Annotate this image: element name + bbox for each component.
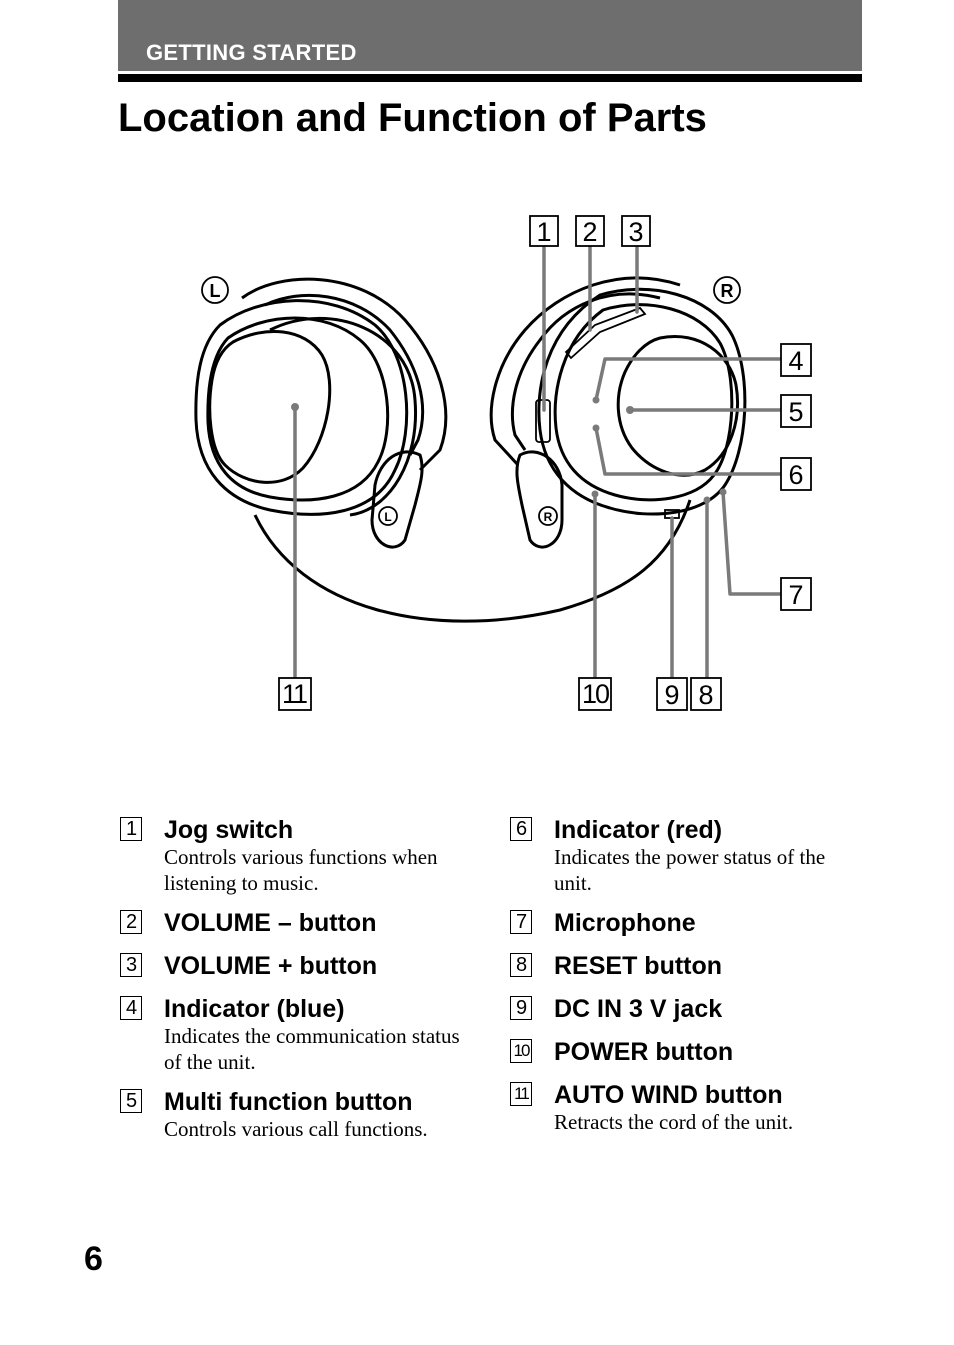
part-number: 2 xyxy=(120,910,142,934)
part-name: Microphone xyxy=(554,909,696,937)
left-earpiece-outer xyxy=(194,299,409,516)
callout-11: 11 xyxy=(278,677,312,711)
part-description: Controls various call functions. xyxy=(164,1117,428,1141)
right-tip-letter: R xyxy=(544,510,553,524)
right-side-letter: R xyxy=(721,281,734,301)
leader-6 xyxy=(594,426,783,476)
part-item: 11 AUTO WIND button Retracts the cord of… xyxy=(508,1079,854,1135)
part-name: DC IN 3 V jack xyxy=(554,995,723,1023)
svg-text:3: 3 xyxy=(628,217,643,247)
part-item: 7 Microphone xyxy=(508,907,854,939)
part-item: 4 Indicator (blue) Indicates the communi… xyxy=(118,993,478,1075)
svg-text:5: 5 xyxy=(788,397,803,427)
part-number: 3 xyxy=(120,953,142,977)
left-side-marker xyxy=(201,276,229,304)
left-earpiece-rim xyxy=(206,316,390,502)
part-number: 10 xyxy=(510,1039,532,1063)
right-earpiece-rim xyxy=(553,303,734,502)
part-number: 1 xyxy=(120,817,142,841)
callout-2: 2 xyxy=(575,215,605,247)
page-number: 6 xyxy=(84,1240,103,1278)
parts-list-left: 1 Jog switch Controls various functions … xyxy=(118,814,478,1153)
callout-8: 8 xyxy=(690,677,722,711)
svg-text:7: 7 xyxy=(788,580,803,610)
part-item: 3 VOLUME + button xyxy=(118,950,478,982)
callout-5: 5 xyxy=(780,394,812,428)
svg-text:4: 4 xyxy=(788,346,803,376)
callout-3: 3 xyxy=(621,215,651,247)
part-item: 2 VOLUME – button xyxy=(118,907,478,939)
headset-diagram: L R L R 1 2 3 xyxy=(194,215,812,711)
left-side-letter: L xyxy=(210,281,221,301)
svg-text:8: 8 xyxy=(698,680,713,710)
leader-4 xyxy=(594,357,783,402)
left-ear-hook-inner xyxy=(264,293,425,456)
parts-list-right: 6 Indicator (red) Indicates the power st… xyxy=(508,814,854,1146)
part-number: 6 xyxy=(510,817,532,841)
svg-text:11: 11 xyxy=(282,679,307,709)
part-name: VOLUME + button xyxy=(164,952,378,980)
left-tip-marker xyxy=(378,506,398,526)
header-rule xyxy=(118,74,862,82)
callout-7: 7 xyxy=(780,577,812,611)
part-name: Jog switch xyxy=(164,816,294,844)
part-description: Indicates the communication status of th… xyxy=(164,1024,460,1074)
leader-7 xyxy=(721,490,783,596)
left-ear-hook xyxy=(241,277,448,472)
svg-text:1: 1 xyxy=(536,217,551,247)
right-ear-hook-inner xyxy=(510,292,661,451)
part-item: 6 Indicator (red) Indicates the power st… xyxy=(508,814,854,896)
svg-text:9: 9 xyxy=(664,680,679,710)
right-earpiece-outer xyxy=(537,287,747,516)
callout-1: 1 xyxy=(529,215,559,247)
callout-9: 9 xyxy=(656,677,688,711)
volume-buttons xyxy=(564,306,647,360)
left-tip-letter: L xyxy=(384,510,391,524)
callout-6: 6 xyxy=(780,457,812,491)
right-side-marker xyxy=(713,276,741,304)
right-ear-tip xyxy=(515,450,564,549)
part-name: RESET button xyxy=(554,952,723,980)
part-number: 11 xyxy=(510,1082,532,1106)
part-name: AUTO WIND button xyxy=(554,1081,783,1109)
section-header-bar xyxy=(118,0,862,71)
section-title: GETTING STARTED xyxy=(146,40,357,65)
part-number: 5 xyxy=(120,1089,142,1113)
part-name: Indicator (red) xyxy=(554,816,723,844)
part-number: 9 xyxy=(510,996,532,1020)
part-name: POWER button xyxy=(554,1038,734,1066)
headset-cord xyxy=(253,499,692,623)
right-tip-marker xyxy=(538,506,558,526)
part-number: 4 xyxy=(120,996,142,1020)
callout-4: 4 xyxy=(780,343,812,377)
part-item: 10 POWER button xyxy=(508,1036,854,1068)
part-name: Multi function button xyxy=(164,1088,413,1116)
svg-text:10: 10 xyxy=(582,679,609,709)
part-description: Indicates the power status of the unit. xyxy=(554,845,826,895)
part-description: Controls various functions when listenin… xyxy=(164,845,438,895)
part-number: 8 xyxy=(510,953,532,977)
callout-10: 10 xyxy=(578,677,612,711)
part-item: 8 RESET button xyxy=(508,950,854,982)
left-ear-tip xyxy=(370,450,424,549)
svg-text:6: 6 xyxy=(788,460,803,490)
part-number: 7 xyxy=(510,910,532,934)
part-name: VOLUME – button xyxy=(164,909,377,937)
right-ear-hook xyxy=(489,276,681,467)
part-name: Indicator (blue) xyxy=(164,995,345,1023)
svg-text:2: 2 xyxy=(582,217,597,247)
part-item: 1 Jog switch Controls various functions … xyxy=(118,814,478,896)
part-item: 9 DC IN 3 V jack xyxy=(508,993,854,1025)
part-description: Retracts the cord of the unit. xyxy=(554,1110,794,1134)
part-item: 5 Multi function button Controls various… xyxy=(118,1086,478,1142)
left-earpiece-pad xyxy=(208,330,332,484)
left-earpiece-back xyxy=(269,316,418,517)
page-title: Location and Function of Parts xyxy=(118,96,707,140)
